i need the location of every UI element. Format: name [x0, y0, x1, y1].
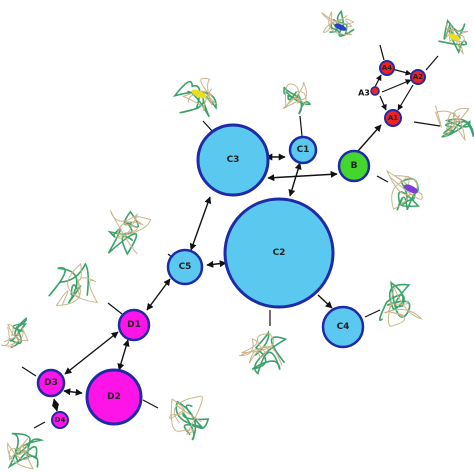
protein-b — [386, 169, 423, 211]
node-d2-label: D2 — [107, 392, 121, 402]
protein-structures — [0, 9, 474, 470]
protein-d2-backbone — [169, 395, 203, 435]
edge-d1-d2 — [117, 339, 130, 371]
edge-a3-a4 — [374, 74, 382, 88]
leader-line-c1 — [299, 115, 303, 137]
node-c1[interactable]: C1 — [288, 135, 318, 165]
node-a2[interactable]: A2 — [410, 69, 426, 85]
protein-a1-right-backbone — [435, 105, 470, 142]
node-c3[interactable]: C3 — [196, 123, 270, 197]
protein-d2-backbone — [175, 400, 210, 441]
edge-a2-a1 — [397, 84, 414, 111]
leader-line-c3 — [202, 120, 214, 133]
node-c4[interactable]: C4 — [321, 305, 365, 349]
node-d1-label: D1 — [127, 320, 141, 330]
leader-line-a1 — [413, 121, 441, 127]
node-c1-label: C1 — [297, 145, 310, 155]
leader-line-d4 — [33, 421, 46, 429]
protein-c5-backbone — [109, 210, 152, 255]
leader-line-b — [376, 175, 389, 183]
edge-a3-a1 — [379, 95, 387, 111]
node-d3[interactable]: D3 — [36, 368, 66, 398]
protein-a-top-secondary-structure — [334, 23, 347, 31]
node-a4-label: A4 — [382, 64, 392, 72]
protein-a1-right — [435, 105, 474, 142]
edges — [52, 68, 414, 412]
node-b[interactable]: B — [337, 149, 371, 183]
protein-d1-backbone — [48, 262, 90, 304]
node-a4[interactable]: A4 — [379, 60, 395, 76]
node-c5-label: C5 — [179, 262, 192, 272]
protein-a-top-right-backbone — [445, 22, 469, 55]
edge-c3-b — [267, 170, 338, 182]
node-b-label: B — [351, 161, 358, 171]
protein-d2 — [169, 395, 210, 441]
protein-b-secondary-structure — [403, 184, 419, 194]
leader-line-a2 — [425, 55, 439, 71]
leader-line-a4 — [379, 44, 385, 61]
protein-c2-backbone — [251, 330, 288, 375]
node-a3-label: A3 — [358, 89, 370, 98]
node-a3[interactable]: A3 — [358, 86, 380, 98]
protein-c4-backbone — [382, 285, 423, 327]
protein-d1 — [48, 262, 99, 307]
leader-line-c4 — [364, 309, 381, 318]
edge-d1-d3 — [64, 331, 119, 375]
edge-a3-a2 — [381, 79, 412, 93]
protein-a-top-right — [438, 18, 469, 55]
node-d4-label: D4 — [55, 416, 66, 424]
protein-d4 — [7, 432, 45, 470]
protein-b-backbone — [386, 169, 423, 210]
edge-c2-c4 — [317, 294, 333, 309]
leader-line-d3 — [21, 366, 37, 377]
edge-c1-c2 — [288, 162, 302, 197]
node-c2-label: C2 — [273, 248, 286, 258]
nodes: C3 C1 B C2 C5 C4 — [36, 60, 426, 429]
edge-a4-a2 — [391, 68, 412, 76]
node-d2[interactable]: D2 — [85, 368, 143, 426]
protein-c2 — [239, 330, 288, 375]
protein-c3-backbone — [172, 80, 217, 118]
node-c5[interactable]: C5 — [166, 248, 204, 286]
leader-line-d1 — [107, 302, 123, 315]
node-d1[interactable]: D1 — [117, 308, 151, 342]
protein-a-top — [321, 9, 355, 37]
node-a1[interactable]: A1 — [384, 109, 402, 127]
node-a1-label: A1 — [388, 114, 398, 122]
edge-c5-d1 — [146, 278, 171, 311]
node-a2-label: A2 — [413, 73, 423, 81]
protein-c5-backbone — [107, 210, 139, 256]
leader-line-d2 — [142, 399, 159, 409]
protein-c3-backbone — [182, 77, 217, 112]
protein-c3 — [172, 77, 217, 118]
protein-d1-backbone — [55, 262, 99, 307]
edge-d3-d4 — [52, 398, 59, 412]
protein-c4-backbone — [378, 280, 411, 321]
protein-c2-backbone — [239, 333, 283, 366]
node-d4[interactable]: D4 — [51, 411, 69, 429]
protein-d3-backbone — [0, 323, 29, 347]
edge-d3-d2 — [63, 388, 83, 396]
protein-a-top-backbone — [321, 11, 355, 36]
protein-d3 — [0, 317, 29, 348]
node-c4-label: C4 — [337, 322, 350, 332]
protein-c1 — [282, 81, 312, 115]
protein-c3-secondary-structure — [191, 89, 207, 99]
protein-d4-backbone — [7, 438, 34, 470]
protein-c1-backbone — [282, 81, 308, 110]
edge-c5-c2 — [206, 260, 227, 268]
node-c2[interactable]: C2 — [223, 197, 335, 309]
edge-c3-c5 — [189, 196, 212, 251]
node-d3-label: D3 — [44, 378, 58, 388]
edge-b-a1 — [357, 124, 382, 152]
protein-c5 — [107, 210, 152, 256]
protein-c1-backbone — [283, 86, 312, 115]
node-c3-label: C3 — [227, 155, 240, 165]
protein-c4 — [378, 280, 423, 327]
protein-a-top-right-secondary-structure — [448, 33, 461, 41]
